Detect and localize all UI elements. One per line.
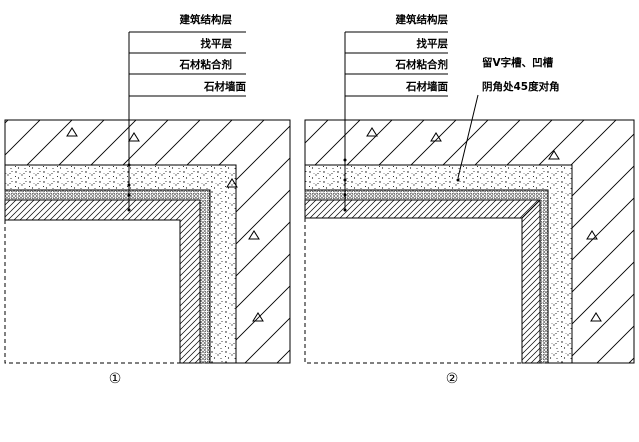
detail-1-break-outline [4, 119, 291, 363]
detail-1-frame [4, 220, 290, 364]
detail-2-note-leader [457, 94, 479, 179]
detail-2-label-adhesive: 石材粘合剂 [395, 58, 449, 71]
detail-2-note-line-2: 阴角处45度对角 [482, 80, 560, 93]
detail-2-note-line-1: 留V字槽、凹槽 [482, 56, 554, 69]
detail-2-miter-joint [521, 199, 541, 219]
detail-2-stone-layer [304, 199, 541, 364]
detail-2-structure-layer [304, 119, 635, 364]
detail-2-label-leveling: 找平层 [417, 37, 449, 50]
detail-2-break-outline [304, 119, 635, 363]
detail-1-label-stone: 石材墙面 [203, 80, 246, 93]
detail-2-label-stone: 石材墙面 [405, 80, 448, 93]
detail-2-frame [304, 218, 634, 364]
detail-1-marker: ① [109, 371, 122, 387]
detail-2-marker: ② [446, 371, 459, 387]
detail-1: 建筑结构层 找平层 石材粘合剂 石材墙面 ① [4, 13, 291, 387]
detail-1-structure-layer [4, 119, 291, 364]
detail-2-label-structure: 建筑结构层 [395, 13, 449, 26]
detail-1-stone-layer [4, 199, 201, 364]
detail-1-label-leveling: 找平层 [201, 37, 233, 50]
detail-2: 建筑结构层 找平层 石材粘合剂 石材墙面 留V字槽、凹槽 阴角处45度对角 ② [304, 13, 635, 387]
detail-1-label-structure: 建筑结构层 [179, 13, 233, 26]
detail-1-label-adhesive: 石材粘合剂 [179, 58, 233, 71]
